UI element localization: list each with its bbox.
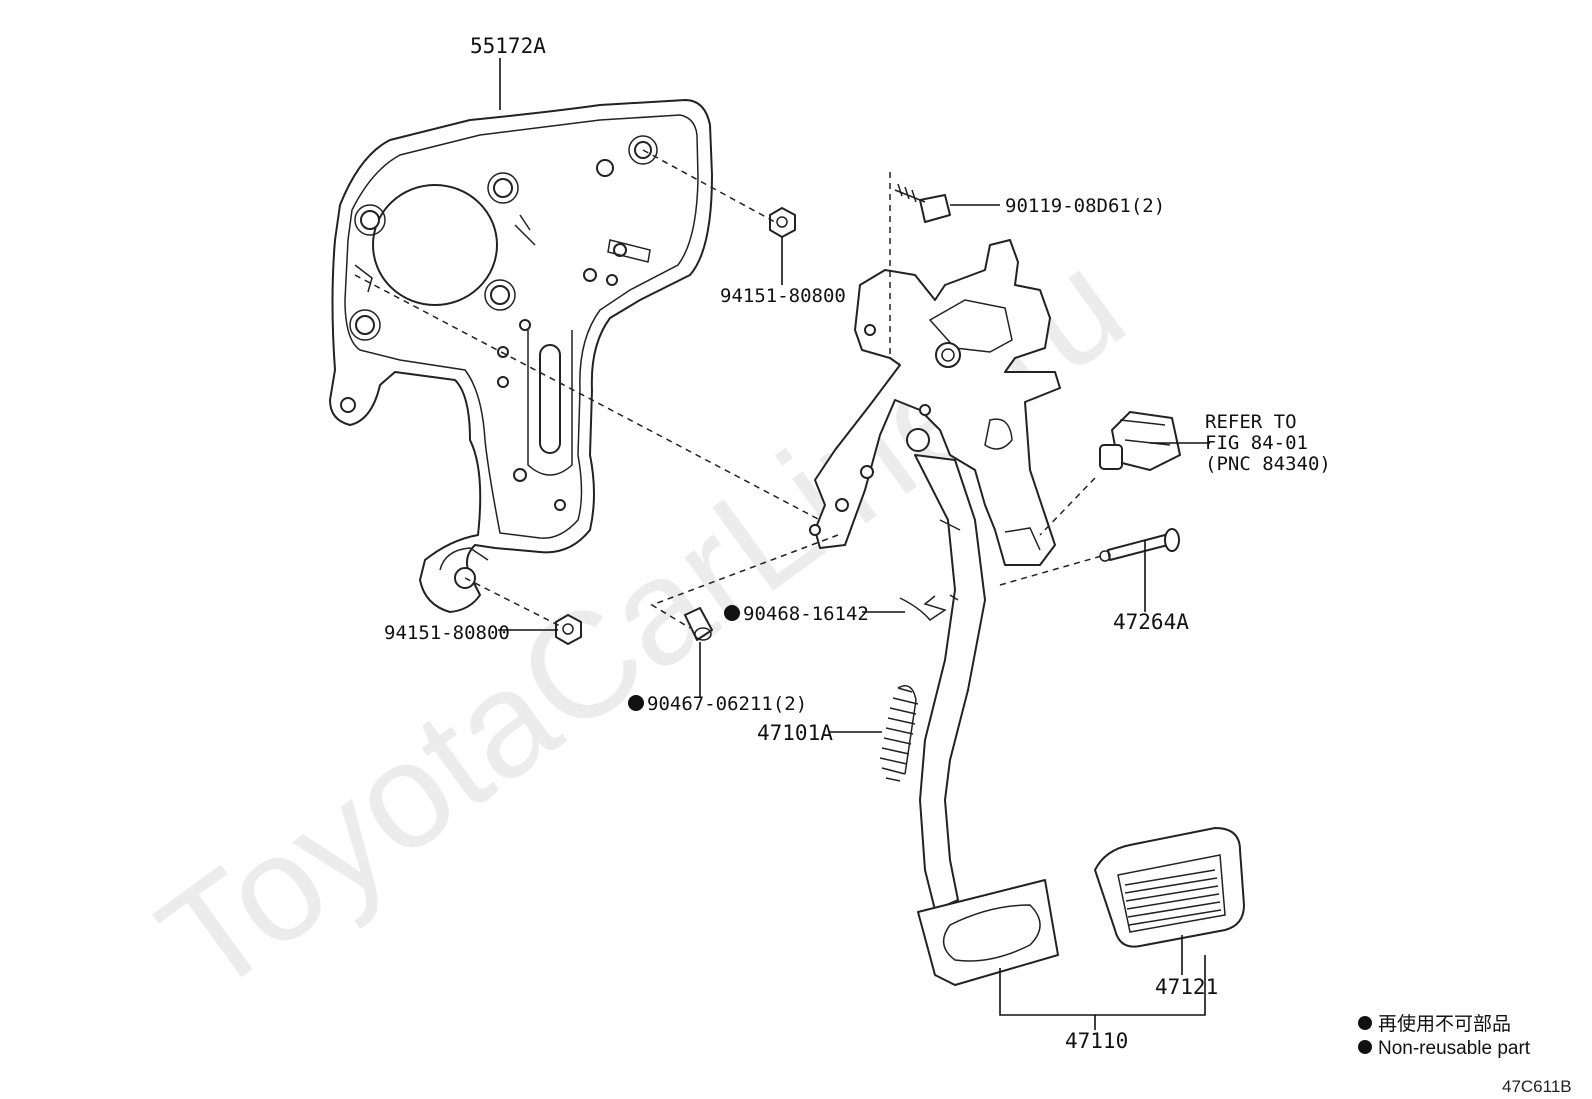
label-bracket-55172a: 55172A	[470, 34, 546, 58]
legend: 再使用不可部品 Non-reusable part	[1358, 1013, 1531, 1059]
label-pad-47121: 47121	[1155, 975, 1218, 999]
label-bolt-90119: 90119-08D61(2)	[1005, 195, 1165, 217]
bracket-55172a-drawing	[329, 99, 713, 613]
label-nut-lower: 94151-80800	[384, 622, 510, 644]
label-nut-upper: 94151-80800	[720, 285, 846, 307]
legend-marker-jp	[1358, 1016, 1372, 1030]
refer-line-1: REFER TO	[1205, 411, 1297, 433]
legend-marker-en	[1358, 1040, 1372, 1054]
legend-en: Non-reusable part	[1378, 1038, 1531, 1059]
pedal-assembly-drawing	[555, 183, 1245, 986]
legend-jp: 再使用不可部品	[1378, 1013, 1511, 1035]
refer-line-2: FIG 84-01	[1205, 432, 1308, 454]
leader-lines	[498, 58, 1210, 1030]
refer-note: REFER TO FIG 84-01 (PNC 84340)	[1205, 411, 1331, 475]
figure-code: 47C611B	[1502, 1077, 1572, 1096]
refer-line-3: (PNC 84340)	[1205, 453, 1331, 475]
label-bushing-90467: 90467-06211(2)	[647, 693, 807, 715]
non-reusable-marker-clip	[724, 605, 740, 621]
label-pedal-47110: 47110	[1065, 1029, 1128, 1053]
label-spring-47101a: 47101A	[757, 721, 833, 745]
non-reusable-marker-bushing	[628, 695, 644, 711]
label-pin-47264a: 47264A	[1113, 610, 1189, 634]
label-clip-90468: 90468-16142	[743, 603, 869, 625]
assembly-lines	[354, 149, 1106, 629]
